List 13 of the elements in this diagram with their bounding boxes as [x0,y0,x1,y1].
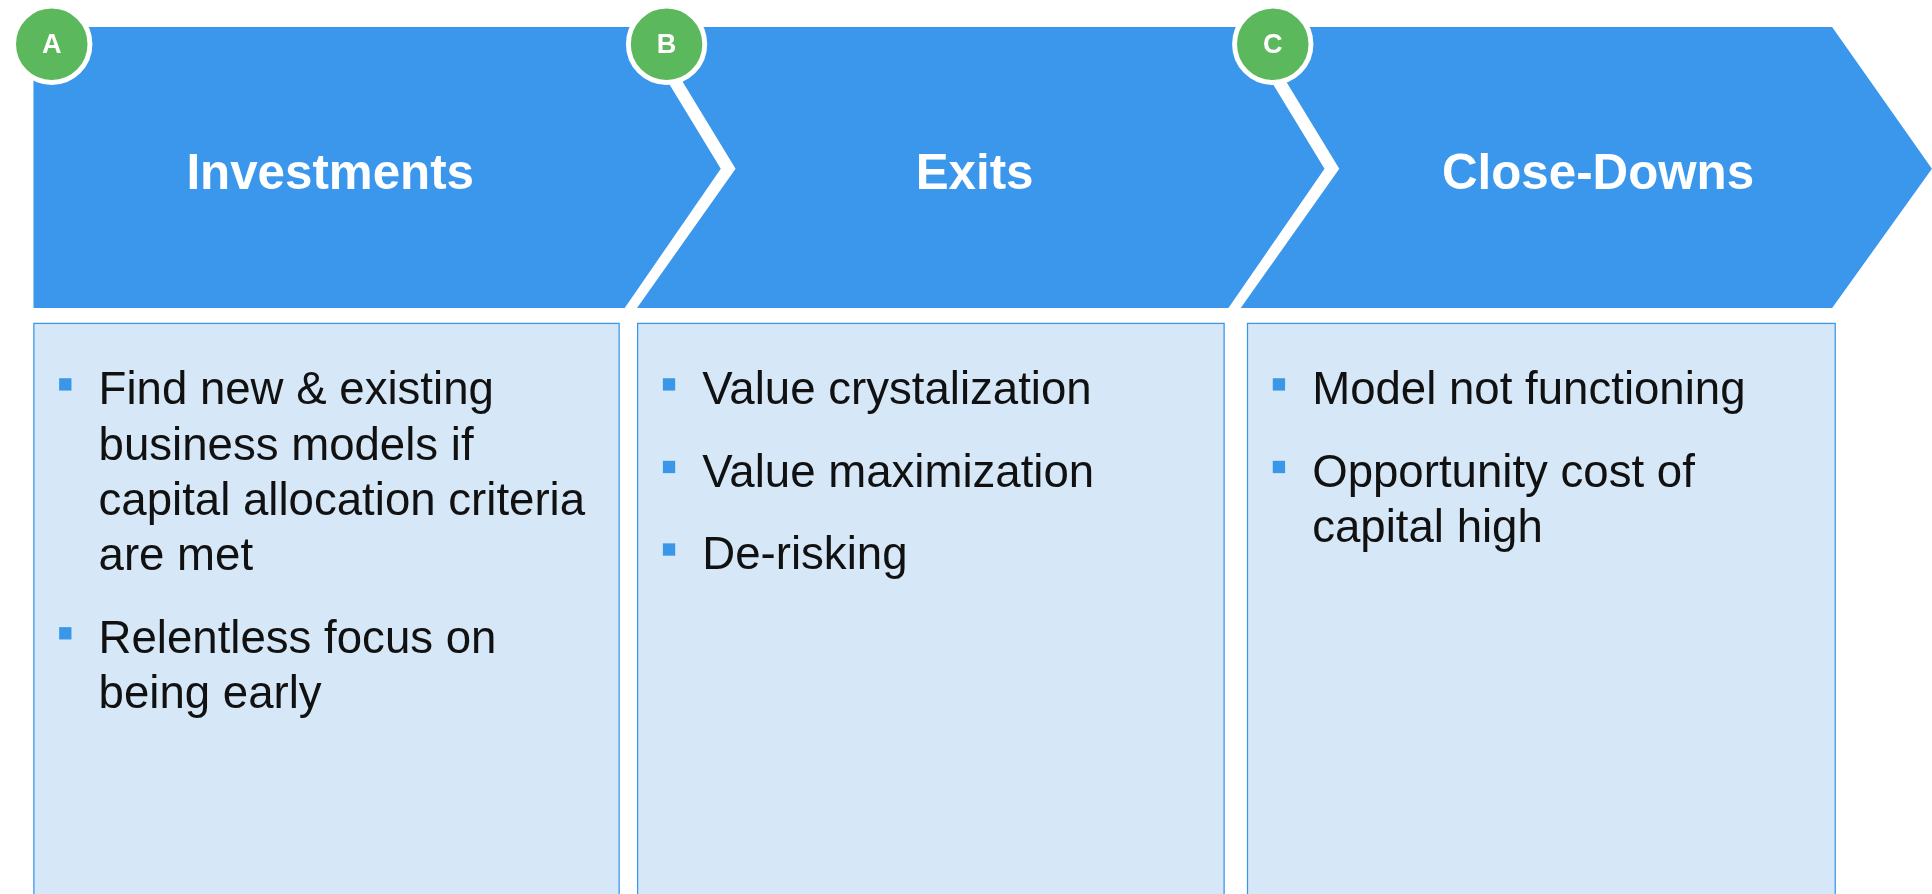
content-panel [637,322,1225,894]
bullet-text: De-risking [702,527,908,582]
bullet-text: Value maximization [702,445,1095,499]
content-panel [1246,322,1836,894]
bullet-text: Model not functioning [1312,362,1746,416]
content-panel [33,322,620,894]
bullet-text: Value crystalization [702,362,1092,416]
stage-title: Exits [915,144,1034,201]
bullet-text: Opportunity cost of capital high [1312,445,1696,554]
bullet-text: Find new & existing business models if capital allocation criteria are met [98,362,587,583]
bullet-text: Relentless focus on being early [98,611,498,721]
stage-title: Investments [186,144,474,201]
stage-title: Close-Downs [1441,144,1755,201]
